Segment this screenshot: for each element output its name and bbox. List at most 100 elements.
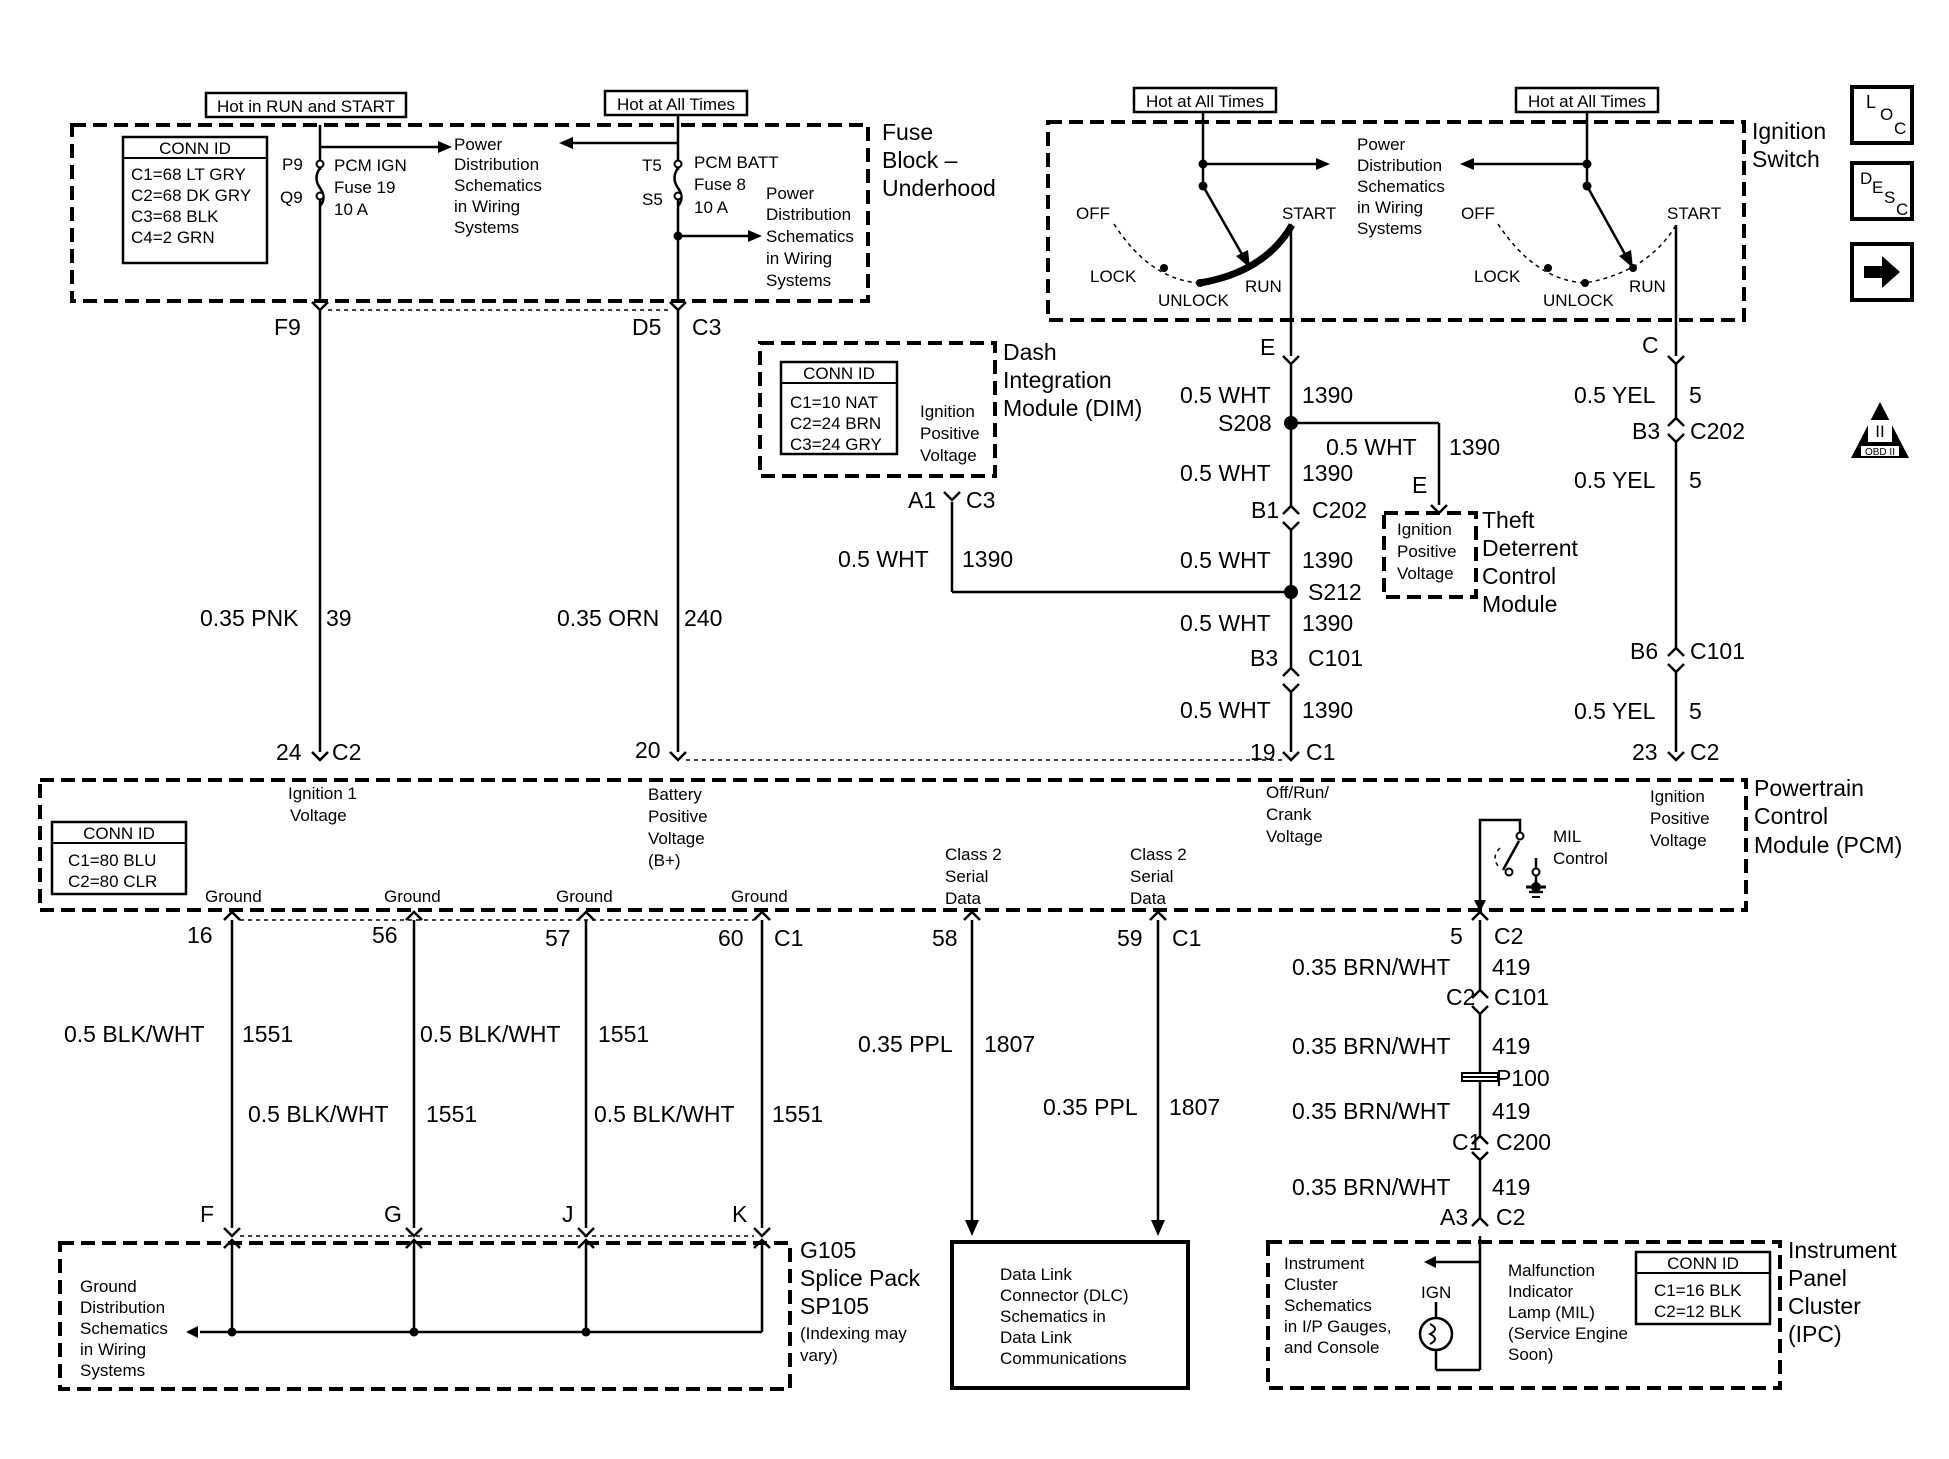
svg-text:PCM BATT: PCM BATT <box>694 153 779 172</box>
svg-text:CONN ID: CONN ID <box>1667 1254 1739 1273</box>
svg-text:0.5 YEL: 0.5 YEL <box>1574 698 1656 724</box>
svg-text:CONN ID: CONN ID <box>83 824 155 843</box>
svg-text:Power: Power <box>454 135 503 154</box>
svg-text:19: 19 <box>1250 739 1276 765</box>
svg-text:57: 57 <box>545 925 571 951</box>
svg-text:0.5 WHT: 0.5 WHT <box>1180 547 1271 573</box>
svg-text:(B+): (B+) <box>648 851 681 870</box>
fuse-19-icon <box>315 167 325 207</box>
svg-text:Ground: Ground <box>556 887 613 906</box>
svg-text:G: G <box>384 1201 402 1227</box>
svg-text:C101: C101 <box>1690 638 1745 664</box>
svg-text:Ground: Ground <box>80 1277 137 1296</box>
svg-text:in Wiring: in Wiring <box>454 197 520 216</box>
svg-text:Module (PCM): Module (PCM) <box>1754 832 1902 858</box>
power-distribution-ref-3: Power Distribution Schematics in Wiring … <box>1357 135 1445 238</box>
svg-text:(Indexing may: (Indexing may <box>800 1324 907 1343</box>
svg-text:Battery: Battery <box>648 785 702 804</box>
svg-text:Hot in RUN and START: Hot in RUN and START <box>217 97 395 116</box>
svg-text:C1=68 LT GRY: C1=68 LT GRY <box>131 165 246 184</box>
svg-text:E: E <box>1260 334 1275 360</box>
svg-text:Deterrent: Deterrent <box>1482 535 1578 561</box>
svg-text:Systems: Systems <box>80 1361 145 1380</box>
svg-text:Ground: Ground <box>384 887 441 906</box>
svg-text:1807: 1807 <box>984 1031 1035 1057</box>
svg-text:P9: P9 <box>282 155 303 174</box>
svg-text:C101: C101 <box>1308 645 1363 671</box>
svg-text:RUN: RUN <box>1245 277 1282 296</box>
svg-text:0.35 BRN/WHT: 0.35 BRN/WHT <box>1292 1098 1450 1124</box>
power-distribution-ref-2: Power Distribution Schematics in Wiring … <box>766 184 854 290</box>
svg-text:23: 23 <box>1632 739 1658 765</box>
svg-text:C2: C2 <box>1496 1204 1525 1230</box>
svg-text:0.35 BRN/WHT: 0.35 BRN/WHT <box>1292 1033 1450 1059</box>
svg-text:Schematics: Schematics <box>766 227 854 246</box>
svg-text:Splice Pack: Splice Pack <box>800 1265 921 1291</box>
pcm-conn-id: CONN ID C1=80 BLU C2=80 CLR <box>50 820 188 896</box>
dim-conn-id: CONN ID C1=10 NAT C2=24 BRN C3=24 GRY <box>779 360 899 456</box>
svg-text:1390: 1390 <box>1449 434 1500 460</box>
svg-text:Fuse 8: Fuse 8 <box>694 175 746 194</box>
svg-text:B3: B3 <box>1632 418 1660 444</box>
svg-text:1551: 1551 <box>598 1021 649 1047</box>
svg-text:S208: S208 <box>1218 410 1272 436</box>
svg-text:A1: A1 <box>908 487 936 513</box>
svg-text:39: 39 <box>326 605 352 631</box>
svg-text:0.5 WHT: 0.5 WHT <box>838 546 929 572</box>
svg-text:Panel: Panel <box>1788 1265 1847 1291</box>
svg-text:Instrument: Instrument <box>1284 1254 1365 1273</box>
svg-text:Class 2: Class 2 <box>1130 845 1187 864</box>
mil-lamp-icon <box>1418 1316 1454 1352</box>
svg-text:1390: 1390 <box>1302 610 1353 636</box>
svg-text:B6: B6 <box>1630 638 1658 664</box>
loc-icon[interactable]: L O C <box>1850 85 1914 145</box>
svg-text:Serial: Serial <box>945 867 988 886</box>
svg-text:Voltage: Voltage <box>1266 827 1323 846</box>
svg-text:5: 5 <box>1450 923 1463 949</box>
svg-text:OFF: OFF <box>1461 204 1495 223</box>
svg-text:J: J <box>562 1201 574 1227</box>
svg-text:Communications: Communications <box>1000 1349 1127 1368</box>
svg-text:Distribution: Distribution <box>766 205 851 224</box>
svg-text:Data Link: Data Link <box>1000 1328 1072 1347</box>
svg-text:C1: C1 <box>774 925 803 951</box>
svg-text:0.35 ORN: 0.35 ORN <box>557 605 659 631</box>
svg-text:Power: Power <box>766 184 815 203</box>
svg-text:1390: 1390 <box>1302 547 1353 573</box>
svg-text:5: 5 <box>1689 467 1702 493</box>
svg-text:C101: C101 <box>1494 984 1549 1010</box>
svg-text:C2=68 DK GRY: C2=68 DK GRY <box>131 186 251 205</box>
svg-text:1807: 1807 <box>1169 1094 1220 1120</box>
svg-text:C2: C2 <box>1494 923 1523 949</box>
svg-text:Control: Control <box>1553 849 1608 868</box>
ignition-switch: Ignition Switch OFF LOCK UNLOCK RUN STAR… <box>1046 112 1826 356</box>
svg-text:Systems: Systems <box>766 271 831 290</box>
svg-text:419: 419 <box>1492 954 1530 980</box>
svg-text:Ground: Ground <box>205 887 262 906</box>
splice-pack-sp105: F G J K Ground Distribution Schematics i… <box>58 1201 921 1391</box>
svg-text:20: 20 <box>635 737 661 763</box>
svg-text:Control: Control <box>1754 803 1828 829</box>
svg-text:Data Link: Data Link <box>1000 1265 1072 1284</box>
data-link-connector-ref: Data Link Connector (DLC) Schematics in … <box>950 1240 1190 1390</box>
svg-text:C3: C3 <box>692 314 721 340</box>
svg-text:F9: F9 <box>274 314 301 340</box>
svg-text:OBD II: OBD II <box>1865 447 1895 458</box>
svg-text:C2: C2 <box>1446 984 1475 1010</box>
svg-text:Cluster: Cluster <box>1788 1293 1861 1319</box>
svg-text:CONN ID: CONN ID <box>803 364 875 383</box>
desc-icon[interactable]: D E S C <box>1850 161 1914 221</box>
svg-text:RUN: RUN <box>1629 277 1666 296</box>
hot-all-times-label-ign-right: Hot at All Times <box>1514 86 1660 114</box>
instrument-panel-cluster: Instrument Panel Cluster (IPC) Instrumen… <box>1266 1236 1897 1390</box>
svg-text:C1=10 NAT: C1=10 NAT <box>790 393 878 412</box>
svg-text:Powertrain: Powertrain <box>1754 775 1864 801</box>
svg-text:0.35 PNK: 0.35 PNK <box>200 605 299 631</box>
svg-text:0.5 BLK/WHT: 0.5 BLK/WHT <box>64 1021 205 1047</box>
svg-text:O: O <box>1880 105 1893 124</box>
svg-text:C2=80 CLR: C2=80 CLR <box>68 872 157 891</box>
next-arrow-icon[interactable] <box>1850 242 1914 302</box>
svg-text:Off/Run/: Off/Run/ <box>1266 783 1329 802</box>
svg-text:Distribution: Distribution <box>1357 156 1442 175</box>
svg-text:C1: C1 <box>1306 739 1335 765</box>
